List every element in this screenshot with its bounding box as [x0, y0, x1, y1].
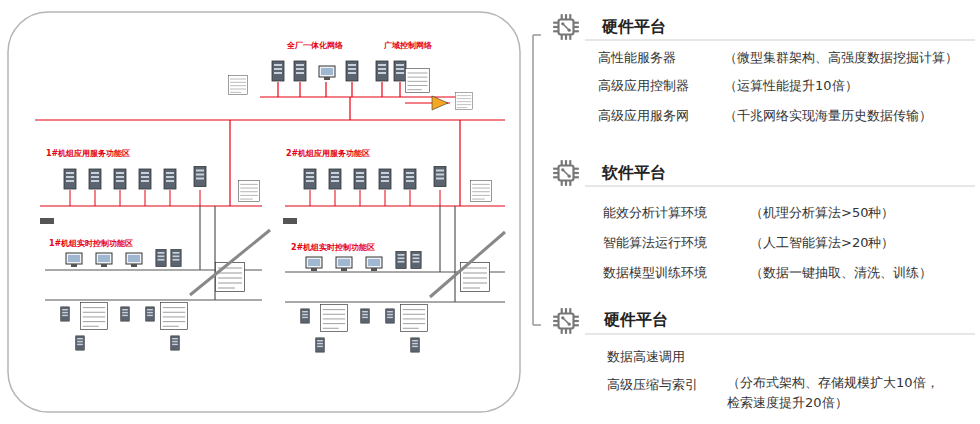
feature-text: 数据模型训练环境 [603, 264, 707, 282]
section-heading: 硬件平台 [602, 17, 666, 38]
feature-text: （运算性能提升10倍） [724, 77, 858, 95]
region-label: 1#机组实时控制功能区 [48, 238, 134, 249]
feature-text: 能效分析计算环境 [603, 204, 707, 222]
region-label: 2#机组实时控制功能区 [290, 242, 376, 253]
feature-text: 智能算法运行环境 [603, 234, 707, 252]
section-heading: 软件平台 [602, 163, 666, 184]
region-label: 广域控制网络 [383, 40, 433, 51]
feature-text: （微型集群架构、高强度数据挖掘计算） [724, 49, 958, 67]
feature-text: （机理分析算法>50种） [750, 204, 894, 222]
feature-text: （分布式架构、存储规模扩大10倍，检索速度提升20倍） [727, 373, 949, 413]
feature-text: 高级应用服务网 [598, 107, 689, 125]
feature-text: 高级应用控制器 [598, 77, 689, 95]
feature-text: 高级压缩与索引 [607, 376, 698, 394]
feature-text: 高性能服务器 [598, 49, 676, 67]
region-label: 全厂一体化网络 [286, 40, 344, 51]
feature-text: 数据高速调用 [607, 348, 685, 366]
section-heading: 硬件平台 [604, 310, 668, 331]
region-label: 2#机组应用服务功能区 [285, 148, 371, 159]
region-label: 1#机组应用服务功能区 [45, 148, 131, 159]
feature-text: （人工智能算法>20种） [750, 234, 894, 252]
feature-text: （数据一键抽取、清洗、训练） [750, 264, 932, 282]
feature-text: （千兆网络实现海量历史数据传输） [724, 107, 932, 125]
